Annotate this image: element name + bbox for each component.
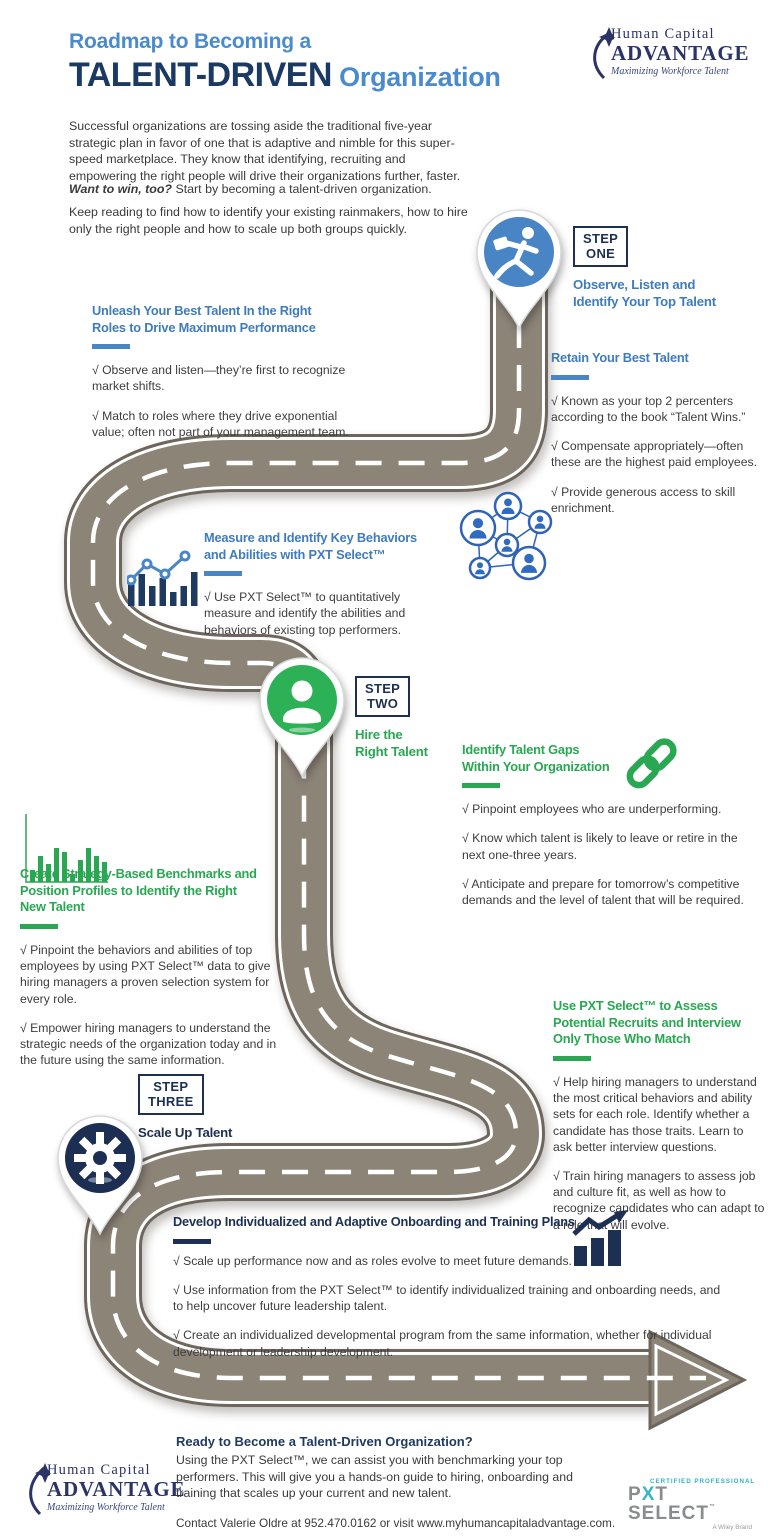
heading-underline [551,374,589,380]
section-develop-heading: Develop Individualized and Adaptive Onbo… [173,1214,575,1229]
step-two-pin [259,657,345,778]
step-one-title: Observe, Listen and Identify Your Top Ta… [573,277,716,310]
page-title-line2: TALENT-DRIVEN Organization [69,56,501,95]
brand-name-line2: ADVANTAGE [47,1477,186,1501]
section-develop: Develop Individualized and Adaptive Onbo… [173,1214,738,1360]
pxt-certified-label: CERTIFIED PROFESSIONAL [650,1478,756,1485]
footer-body: Using the PXT Select™, we can assist you… [176,1453,573,1501]
bullet-item: √ Know which talent is likely to leave o… [462,831,738,862]
brand-name-line1: Human Capital [47,1462,151,1478]
pxt-name: PXT SELECT™ [628,1484,715,1524]
bullet-item: √ Empower hiring managers to understand … [20,1020,277,1068]
step-three-title: Scale Up Talent [138,1125,233,1140]
heading-underline [92,344,130,350]
want-to-win-line: Want to win, too? Start by becoming a ta… [69,182,473,196]
section-retain: Retain Your Best Talent √ Known as your … [551,350,759,516]
brand-name-line2: ADVANTAGE [611,41,750,65]
step-three-pin [57,1115,143,1236]
section-benchmarks-heading: Create Strategy-Based Benchmarks and Pos… [20,866,257,915]
gear-icon [74,1132,126,1184]
section-unleash: Unleash Your Best Talent In the Right Ro… [92,303,364,440]
green-bar-chart-icon [20,812,112,895]
brand-name-line1: Human Capital [611,26,715,42]
bullet-item: √ Pinpoint employees who are underperfor… [462,802,722,817]
heading-underline [462,783,500,789]
brand-tagline: Maximizing Workforce Talent [611,66,729,77]
footer-heading: Ready to Become a Talent-Driven Organiza… [176,1434,473,1449]
heading-underline [204,571,242,577]
bullet-item: √ Observe and listen—they’re first to re… [92,363,346,394]
want-to-win-bold: Want to win, too? [69,182,173,196]
person-icon [283,680,321,733]
section-measure-heading: Measure and Identify Key Behaviors and A… [204,530,417,562]
page-title-line1: Roadmap to Becoming a [69,30,311,53]
section-unleash-heading: Unleash Your Best Talent In the Right Ro… [92,303,316,335]
step-three-box-line1: STEP [153,1079,189,1094]
bar-line-chart-icon [125,546,199,613]
step-two-box-line1: STEP [365,681,401,696]
step-three-box-line2: THREE [148,1094,194,1110]
step-two-box: STEP TWO [355,676,411,717]
bullet-item: √ Help hiring managers to understand the… [553,1074,757,1154]
bullet-item: √ Match to roles where they drive expone… [92,408,349,439]
swoosh-star-icon [593,27,614,80]
footer-cta: Ready to Become a Talent-Driven Organiza… [176,1434,616,1530]
step-two-title: Hire the Right Talent [355,727,428,760]
step-one-pin [476,209,562,330]
step-three-box: STEP THREE [138,1074,204,1115]
brand-logo-bottom: Human Capital ADVANTAGE Maximizing Workf… [24,1462,185,1520]
intro-paragraph: Successful organizations are tossing asi… [69,119,461,183]
brand-logo-top: Human Capital ADVANTAGE Maximizing Workf… [588,26,749,84]
bullet-item: √ Scale up performance now and as roles … [173,1253,572,1268]
want-to-win-rest: Start by becoming a talent-driven organi… [172,182,432,196]
bullet-item: √ Create an individualized developmental… [173,1328,712,1359]
heading-underline [553,1055,591,1061]
bullet-item: √ Provide generous access to skill enric… [551,484,736,515]
chain-link-icon [620,728,686,799]
pxt-wiley-label: A Wiley Brand [712,1524,752,1531]
step-one-box-line1: STEP [583,231,619,246]
runner-icon [493,227,539,279]
page-title-suffix: Organization [331,62,501,92]
section-retain-heading: Retain Your Best Talent [551,350,689,365]
bullet-item: √ Use information from the PXT Select™ t… [173,1282,721,1314]
brand-tagline: Maximizing Workforce Talent [47,1502,165,1513]
header: Roadmap to Becoming a TALENT-DRIVEN Orga… [69,30,501,95]
footer-contact: Contact Valerie Oldre at 952.470.0162 or… [176,1515,616,1530]
network-people-icon [452,488,556,597]
section-gaps-heading: Identify Talent Gaps Within Your Organiz… [462,742,610,774]
section-measure: Measure and Identify Key Behaviors and A… [204,530,449,638]
section-benchmarks: Create Strategy-Based Benchmarks and Pos… [20,866,282,1068]
section-gaps: Identify Talent Gaps Within Your Organiz… [462,742,762,908]
bullet-item: √ Compensate appropriately—often these a… [551,439,757,470]
heading-underline [20,923,58,929]
bullet-item: √ Anticipate and prepare for tomorrow’s … [462,876,744,908]
pxt-x-mark: X [641,1484,656,1505]
bullet-item: √ Pinpoint the behaviors and abilities o… [20,942,271,1006]
keep-reading-paragraph: Keep reading to find how to identify you… [69,205,468,236]
heading-underline [173,1238,211,1244]
growth-chart-icon [572,1210,630,1271]
step-two-box-line2: TWO [366,696,399,712]
swoosh-star-icon [29,1463,50,1516]
bullet-item: √ Use PXT Select™ to quantitatively meas… [204,590,406,637]
pxt-select-logo: CERTIFIED PROFESSIONAL PXT SELECT™ A Wil… [628,1478,758,1531]
bullet-item: √ Known as your top 2 percenters accordi… [551,393,746,424]
section-assess-heading: Use PXT Select™ to Assess Potential Recr… [553,998,741,1047]
page-title-emphasis: TALENT-DRIVEN [69,56,332,94]
step-one-box-line2: ONE [586,246,616,262]
step-one-box: STEP ONE [573,226,629,267]
section-assess: Use PXT Select™ to Assess Potential Recr… [553,998,768,1233]
